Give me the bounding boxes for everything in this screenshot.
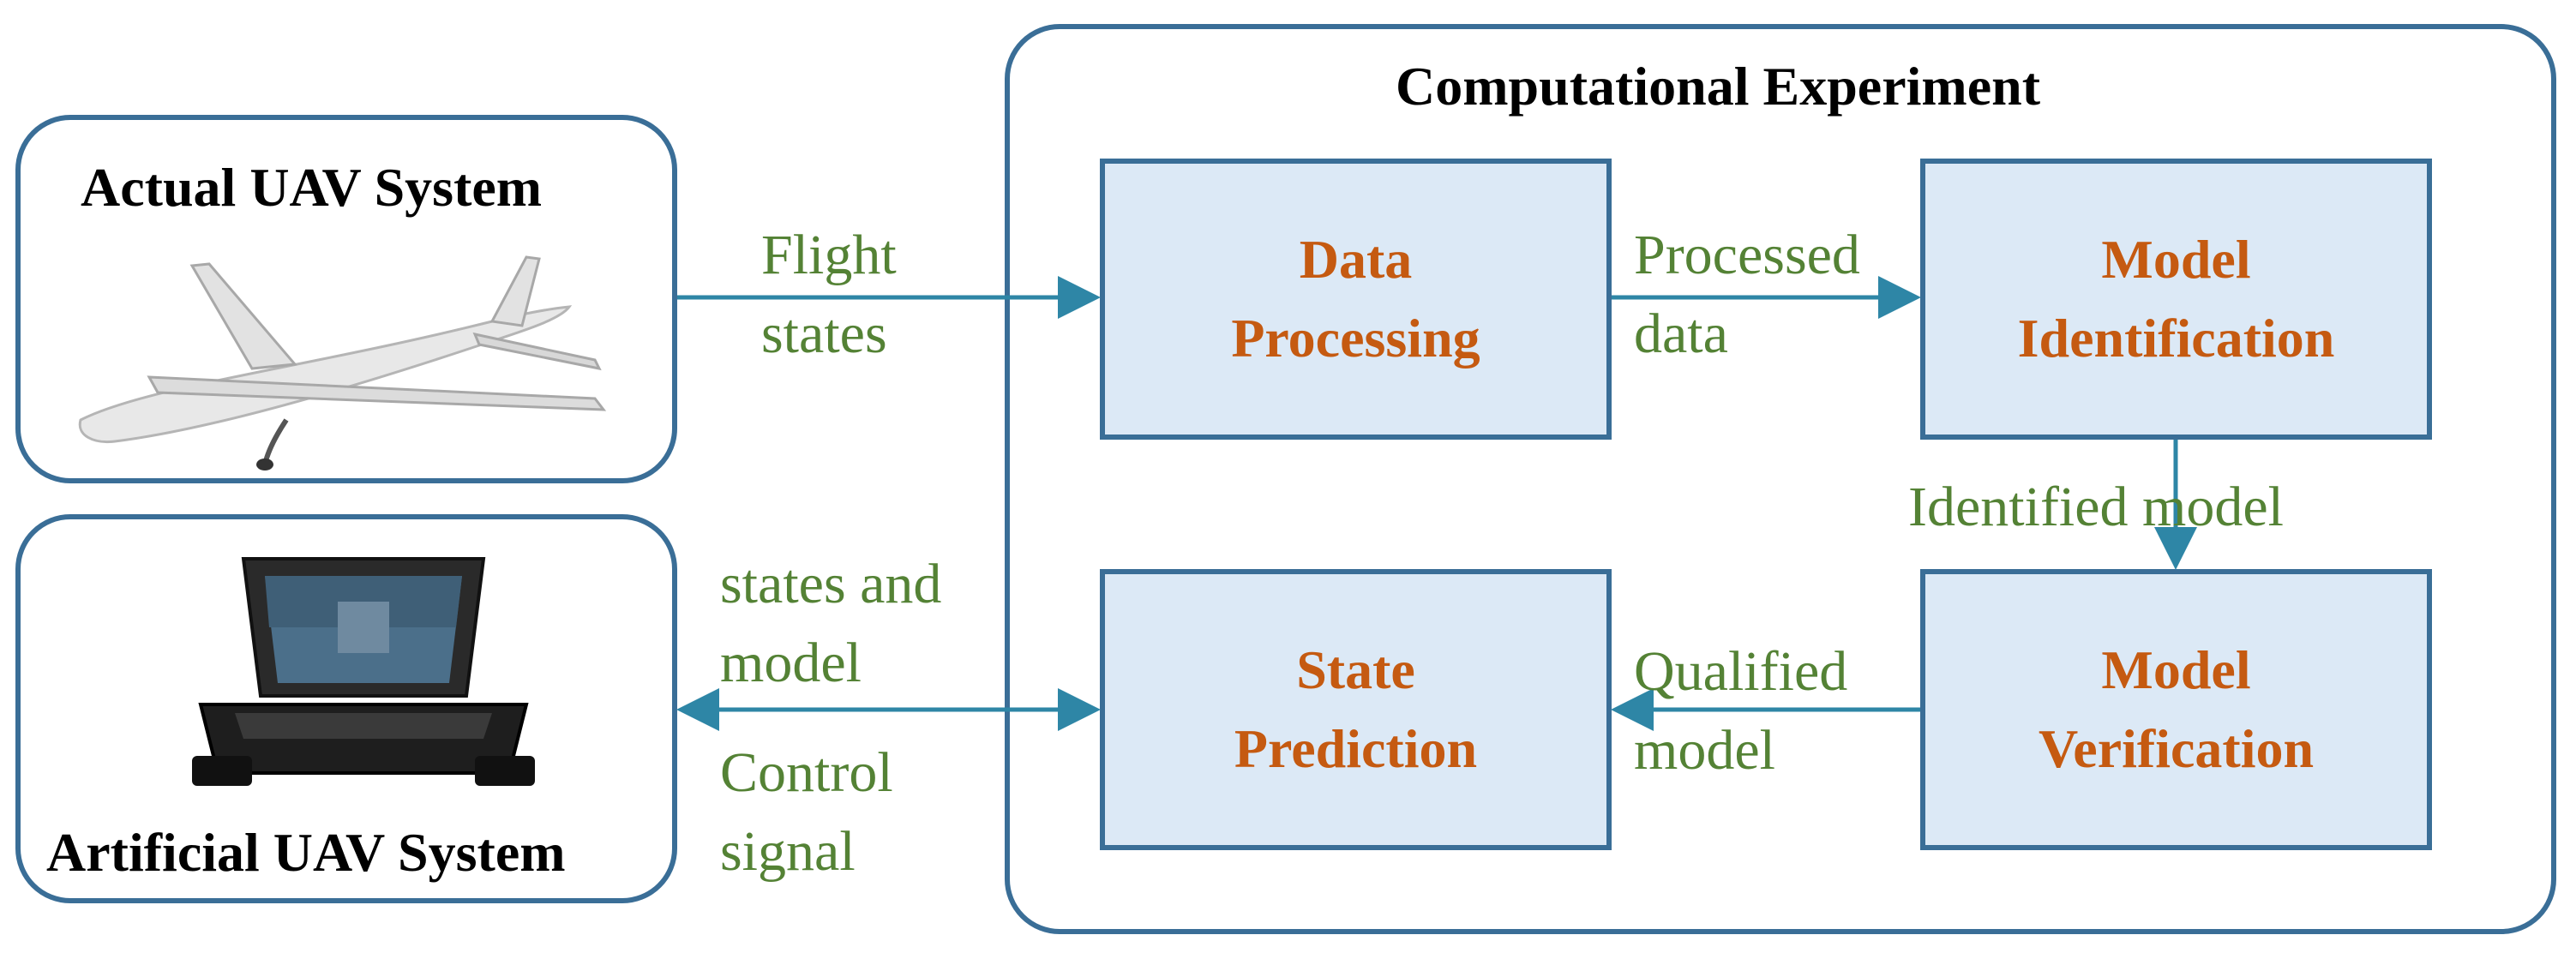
- flight-states-line-2: states: [761, 303, 887, 365]
- model-verification-line-2: Verification: [2038, 718, 2315, 779]
- states-and-model-label: states and model: [720, 545, 941, 703]
- flight-states-line-1: Flight: [761, 224, 897, 286]
- states-and-model-line-1: states and: [720, 553, 942, 615]
- state-prediction-line-2: Prediction: [1234, 718, 1478, 779]
- control-signal-line-2: signal: [720, 820, 856, 883]
- model-identification-line-1: Model: [2101, 229, 2251, 290]
- artificial-uav-system-panel: Artificial UAV System: [15, 514, 677, 903]
- model-verification-block: Model Verification: [1920, 569, 2432, 850]
- uav-aircraft-image: [78, 255, 607, 471]
- actual-uav-system-title: Actual UAV System: [81, 157, 543, 218]
- control-signal-label: Control signal: [720, 734, 893, 891]
- data-processing-block: Data Processing: [1100, 159, 1612, 440]
- processed-data-line-1: Processed: [1634, 224, 1860, 286]
- model-verification-line-1: Model: [2101, 639, 2251, 700]
- data-processing-line-2: Processing: [1231, 308, 1480, 369]
- states-and-model-line-2: model: [720, 632, 862, 694]
- qualified-model-line-1: Qualified: [1634, 640, 1848, 703]
- model-identification-block: Model Identification: [1920, 159, 2432, 440]
- control-signal-line-1: Control: [720, 741, 893, 804]
- model-identification-line-2: Identification: [2017, 308, 2335, 369]
- data-processing-line-1: Data: [1299, 229, 1413, 290]
- identified-model-label: Identified model: [1908, 476, 2285, 538]
- qualified-model-line-2: model: [1634, 719, 1775, 782]
- processed-data-line-2: data: [1634, 303, 1728, 365]
- artificial-uav-system-title: Artificial UAV System: [46, 822, 566, 883]
- processed-data-label: Processed data: [1634, 216, 1860, 374]
- qualified-model-label: Qualified model: [1634, 632, 1847, 790]
- state-prediction-block: State Prediction: [1100, 569, 1612, 850]
- flight-states-label: Flight states: [761, 216, 897, 374]
- computational-experiment-title: Computational Experiment: [1396, 56, 2040, 117]
- rugged-laptop-image: [192, 557, 535, 786]
- state-prediction-line-1: State: [1296, 639, 1415, 700]
- actual-uav-system-panel: Actual UAV System: [15, 115, 677, 483]
